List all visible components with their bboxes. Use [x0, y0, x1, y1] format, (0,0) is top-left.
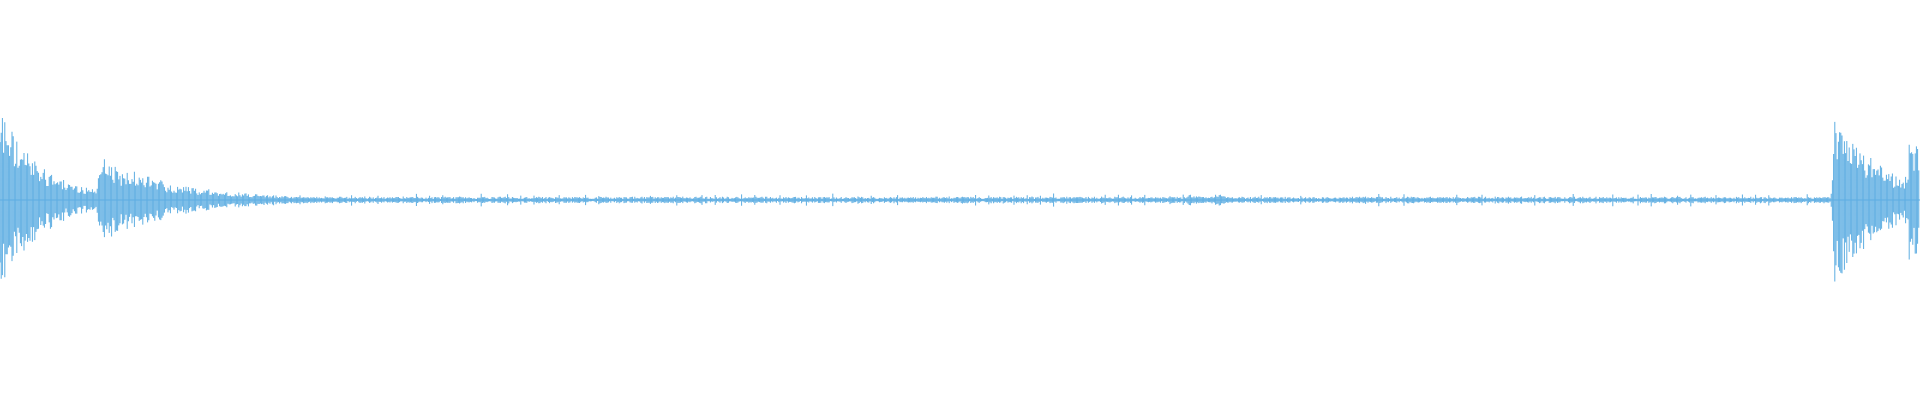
waveform-bars	[0, 118, 1920, 282]
